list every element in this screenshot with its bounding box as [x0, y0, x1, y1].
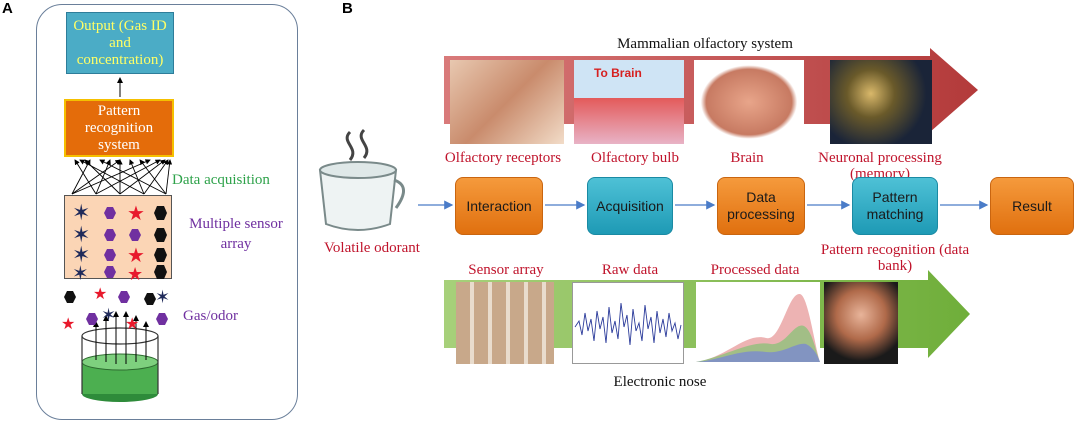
neuronal-processing-image [830, 60, 932, 144]
olfactory-receptors-image [450, 60, 564, 144]
panel-a-frame [36, 4, 298, 420]
molecule [64, 291, 76, 303]
svg-text:★: ★ [127, 264, 143, 280]
acquisition-box: Acquisition [587, 177, 673, 235]
vapor-arrows [93, 311, 149, 364]
pattern-recognition-box: Pattern recognition system [64, 99, 174, 157]
mammalian-title: Mammalian olfactory system [617, 36, 793, 52]
molecule: ✶ [155, 287, 170, 308]
raw-data-signal [574, 302, 682, 346]
data-processing-box: Data processing [717, 177, 805, 235]
brain-image [694, 60, 804, 144]
pattern-matching-box: Pattern matching [852, 177, 938, 235]
molecule: ★ [61, 314, 75, 333]
output-box: Output (Gas ID and concentration) [66, 12, 174, 74]
pattern-recognition-data-bank-label: Pattern recognition (data bank) [820, 242, 970, 274]
svg-text:✶: ✶ [72, 243, 90, 268]
coffee-cup-icon [318, 128, 405, 231]
svg-text:✶: ✶ [72, 261, 89, 280]
raw-data-label: Raw data [601, 262, 659, 278]
brain-label: Brain [730, 150, 764, 166]
processed-data-plot [696, 293, 820, 362]
flow-arrows [418, 200, 989, 210]
beaker-liquid-surface [81, 353, 159, 371]
to-brain-label: To Brain [594, 66, 642, 80]
nose-image [824, 282, 898, 364]
acquisition-arrows [71, 159, 173, 195]
sensor-row: ✶ ★ [72, 201, 167, 226]
molecule [156, 313, 168, 325]
volatile-odorant-label: Volatile odorant [324, 240, 420, 256]
molecule [118, 291, 130, 303]
panel-label-a: A [2, 0, 13, 17]
beaker-walls [81, 336, 159, 394]
panel-a-graphics [71, 77, 173, 402]
molecule: ✶ [101, 305, 116, 326]
sensor-row: ✶ [72, 223, 167, 248]
svg-text:✶: ✶ [72, 223, 90, 248]
sensor-array-box: ✶ ★ ✶ ✶ ★ ✶ ★ [64, 195, 172, 285]
sensor-array-image [456, 282, 554, 364]
svg-text:✶: ✶ [72, 201, 90, 226]
olfactory-receptors-label: Olfactory receptors [444, 150, 562, 166]
interaction-box: Interaction [455, 177, 543, 235]
molecule [86, 313, 98, 325]
beaker-rim [81, 327, 159, 345]
result-box: Result [990, 177, 1074, 235]
gas-molecules: ★ ✶ ★ ✶ ★ [61, 284, 170, 333]
data-processing-label: Data processing [727, 189, 795, 222]
data-acquisition-label: Data acquisition [172, 172, 270, 188]
output-label: Output (Gas ID and concentration) [73, 17, 167, 68]
olfactory-bulb-image: To Brain [574, 60, 684, 144]
multiple-sensor-array-label: Multiple sensor array [189, 216, 283, 252]
electronic-nose-title: Electronic nose [613, 374, 707, 390]
svg-text:★: ★ [127, 201, 145, 225]
molecule [144, 293, 156, 305]
sensor-row: ✶ ★ [72, 261, 167, 285]
panel-label-b: B [342, 0, 353, 17]
pattern-recognition-label: Pattern recognition system [84, 102, 154, 153]
molecule: ★ [93, 284, 107, 303]
olfactory-bulb-label: Olfactory bulb [591, 150, 679, 166]
sensor-row: ✶ ★ [72, 243, 167, 268]
interaction-label: Interaction [466, 197, 532, 214]
pattern-matching-label: Pattern matching [866, 189, 924, 222]
processed-data-image [696, 282, 820, 364]
result-label: Result [1012, 197, 1052, 214]
acquisition-label: Acquisition [596, 197, 664, 214]
gas-odor-label: Gas/odor [183, 308, 238, 324]
sensor-array-label: Sensor array [468, 262, 544, 278]
processed-data-label: Processed data [710, 262, 800, 278]
svg-text:★: ★ [127, 243, 145, 267]
molecule: ★ [125, 314, 139, 333]
raw-data-image [572, 282, 684, 364]
sensor-symbols: ✶ ★ ✶ ✶ ★ ✶ ★ [72, 201, 167, 285]
